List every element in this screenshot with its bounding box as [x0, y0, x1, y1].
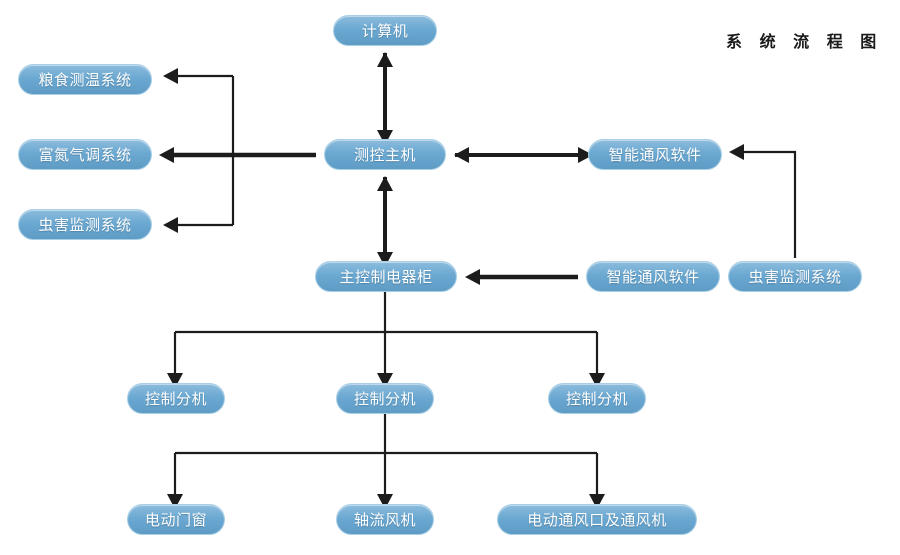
node-measurement-control-host[interactable]: 测控主机	[324, 139, 446, 170]
diagram-title: 系 统 流 程 图	[726, 32, 883, 51]
node-intelligent-ventilation-software-top[interactable]: 智能通风软件	[588, 139, 722, 170]
edge-sub-control2-actuators	[167, 414, 605, 509]
node-nitrogen-atmosphere-system[interactable]: 富氮气调系统	[18, 139, 152, 170]
node-motorized-door-window[interactable]: 电动门窗	[127, 504, 225, 535]
node-intelligent-ventilation-software-mid[interactable]: 智能通风软件	[586, 261, 720, 292]
node-main-control-cabinet[interactable]: 主控制电器柜	[315, 261, 457, 292]
node-grain-temperature-system[interactable]: 粮食测温系统	[18, 64, 152, 95]
edge-pest-monitor2-vent-software	[729, 144, 797, 258]
node-axial-flow-fan[interactable]: 轴流风机	[336, 504, 434, 535]
edge-cabinet-sub-controls	[167, 292, 605, 388]
node-sub-control-unit-1[interactable]: 控制分机	[127, 383, 225, 414]
node-pest-monitoring-system-right[interactable]: 虫害监测系统	[728, 261, 862, 292]
node-sub-control-unit-2[interactable]: 控制分机	[336, 383, 434, 414]
node-motorized-vent-and-fan[interactable]: 电动通风口及通风机	[497, 504, 697, 535]
edge-left-bus-trunk	[163, 68, 235, 233]
node-sub-control-unit-3[interactable]: 控制分机	[548, 383, 646, 414]
node-pest-monitoring-system-left[interactable]: 虫害监测系统	[18, 209, 152, 240]
node-computer[interactable]: 计算机	[333, 15, 437, 46]
